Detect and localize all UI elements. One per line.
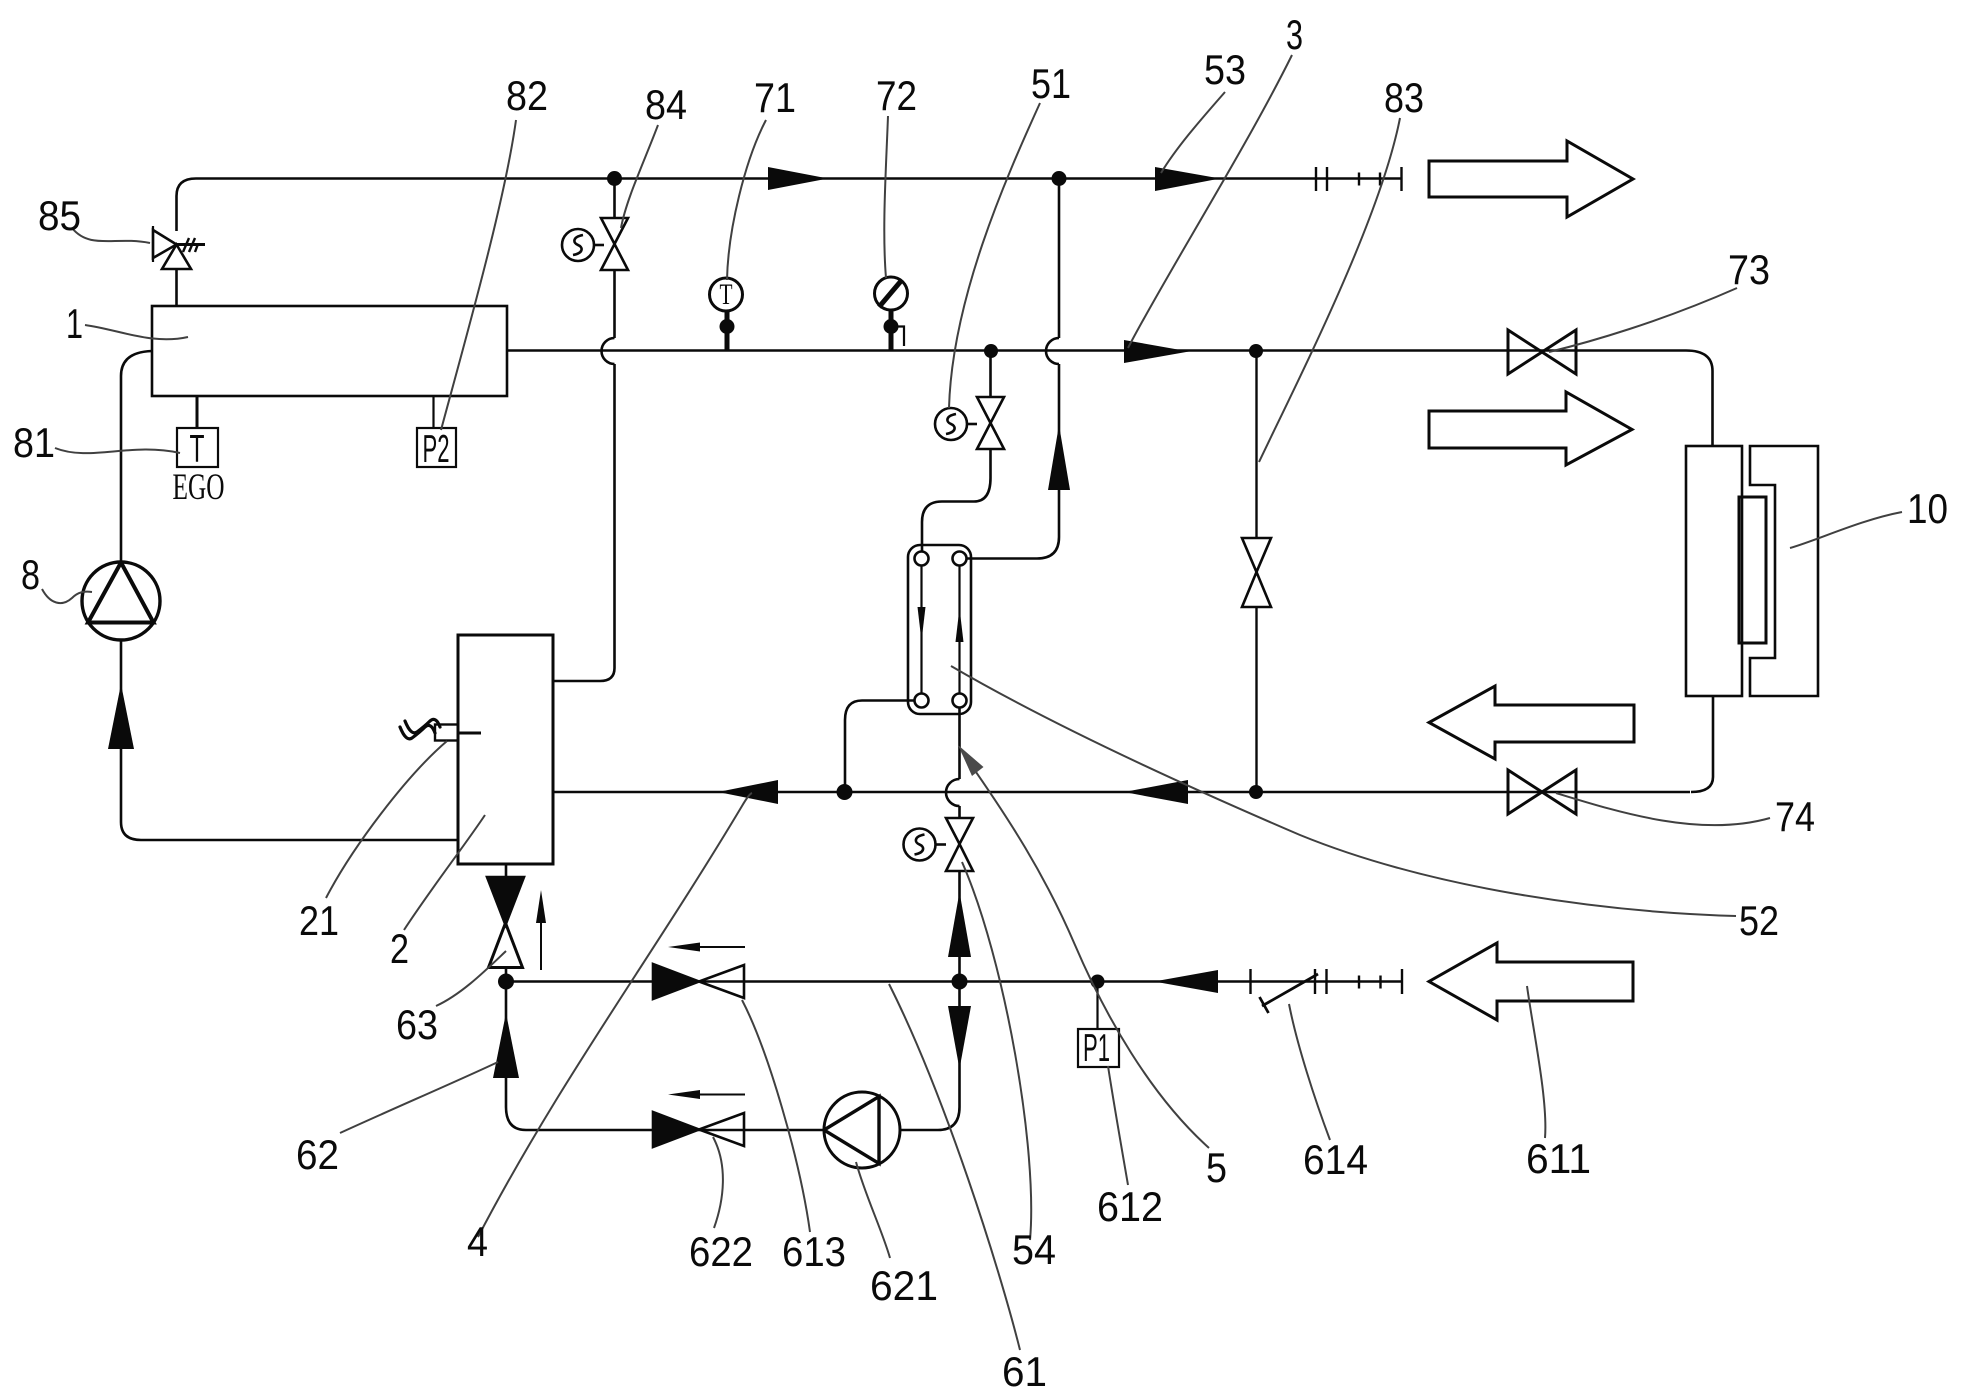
svg-text:3: 3 xyxy=(1286,11,1303,58)
svg-text:5: 5 xyxy=(1206,1144,1227,1191)
svg-text:81: 81 xyxy=(13,419,55,466)
svg-text:74: 74 xyxy=(1775,793,1815,840)
svg-text:85: 85 xyxy=(38,192,81,239)
svg-text:21: 21 xyxy=(299,897,339,944)
svg-text:54: 54 xyxy=(1012,1226,1056,1273)
svg-text:613: 613 xyxy=(782,1228,846,1275)
svg-text:72: 72 xyxy=(876,72,917,119)
svg-text:84: 84 xyxy=(645,81,687,128)
svg-text:2: 2 xyxy=(390,925,409,972)
svg-text:53: 53 xyxy=(1204,46,1246,93)
svg-text:10: 10 xyxy=(1907,485,1948,532)
svg-text:614: 614 xyxy=(1303,1136,1368,1183)
svg-text:EGO: EGO xyxy=(173,467,225,508)
svg-text:T: T xyxy=(190,428,205,471)
svg-text:621: 621 xyxy=(870,1262,938,1309)
svg-text:62: 62 xyxy=(296,1131,339,1178)
svg-text:612: 612 xyxy=(1097,1183,1163,1230)
svg-text:P2: P2 xyxy=(423,428,450,471)
svg-text:1: 1 xyxy=(66,300,83,347)
svg-text:73: 73 xyxy=(1728,246,1770,293)
svg-text:52: 52 xyxy=(1739,897,1779,944)
svg-text:63: 63 xyxy=(396,1001,438,1048)
svg-text:T: T xyxy=(720,278,733,311)
svg-text:611: 611 xyxy=(1526,1135,1591,1182)
svg-text:82: 82 xyxy=(506,72,548,119)
svg-text:51: 51 xyxy=(1031,60,1071,107)
svg-text:4: 4 xyxy=(467,1218,488,1265)
svg-text:71: 71 xyxy=(754,74,796,121)
svg-text:8: 8 xyxy=(21,551,40,598)
svg-text:P1: P1 xyxy=(1083,1027,1110,1070)
svg-text:83: 83 xyxy=(1384,74,1424,121)
svg-text:622: 622 xyxy=(689,1228,753,1275)
svg-text:61: 61 xyxy=(1002,1348,1047,1395)
